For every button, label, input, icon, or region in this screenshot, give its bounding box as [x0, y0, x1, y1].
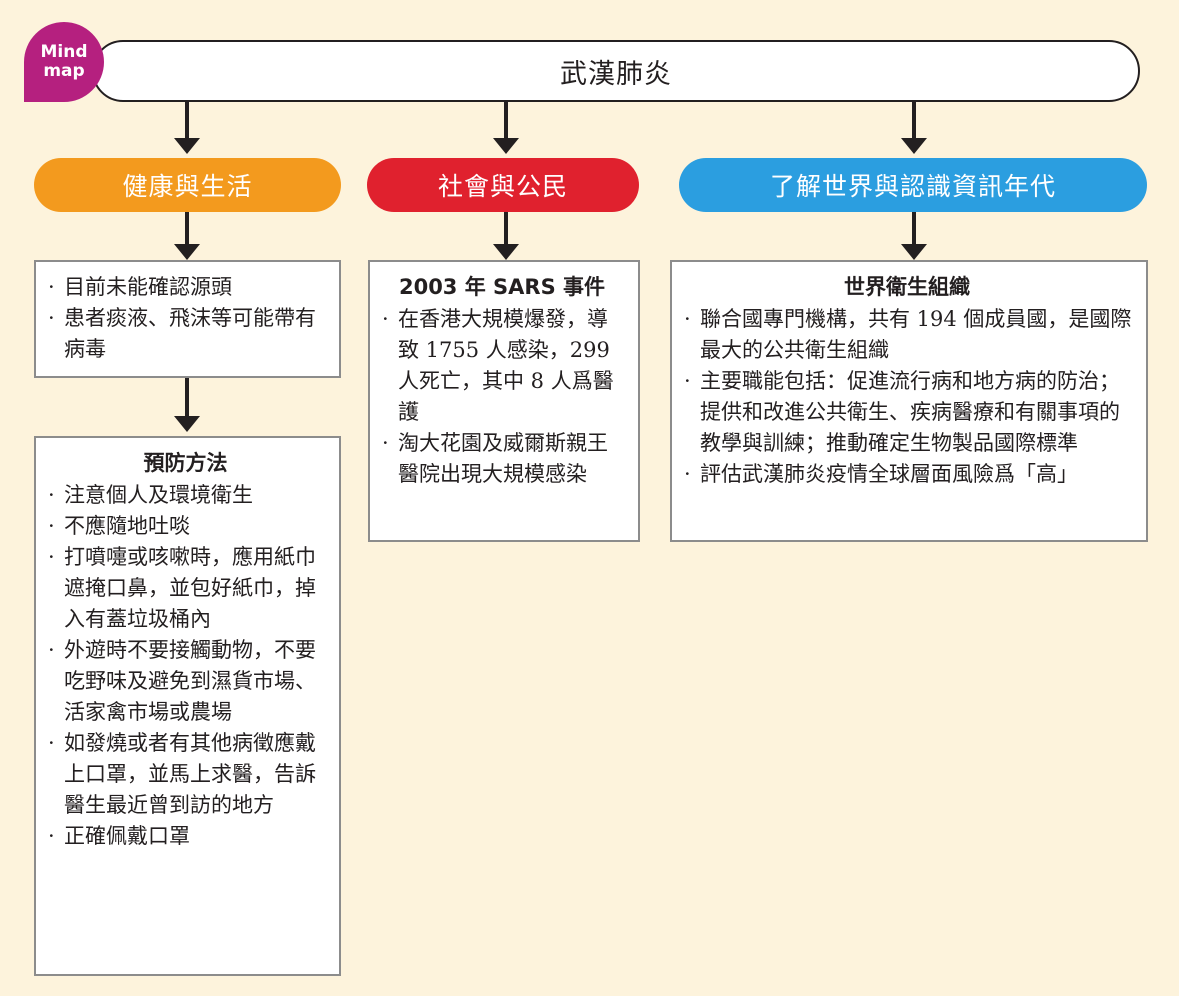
world-title: 世界衛生組織 — [844, 275, 970, 299]
list-item: 正確佩戴口罩 — [46, 821, 325, 852]
list-item: 聯合國專門機構，共有 194 個成員國，是國際最大的公共衛生組織 — [682, 304, 1132, 366]
health-info-box: 目前未能確認源頭 患者痰液、飛沫等可能帶有病毒 — [34, 260, 341, 378]
badge-line-1: Mind — [40, 42, 88, 62]
category-world: 了解世界與認識資訊年代 — [679, 158, 1147, 212]
category-society: 社會與公民 — [367, 158, 639, 212]
list-item: 淘大花園及威爾斯親王醫院出現大規模感染 — [380, 428, 624, 490]
world-box: 世界衛生組織 聯合國專門機構，共有 194 個成員國，是國際最大的公共衛生組織 … — [670, 260, 1148, 542]
main-title: 武漢肺炎 — [560, 58, 672, 90]
arrow-title-to-world — [901, 102, 927, 154]
category-health: 健康與生活 — [34, 158, 341, 212]
arrow-title-to-society — [493, 102, 519, 154]
category-society-label: 社會與公民 — [437, 172, 568, 201]
arrow-world-to-box — [901, 212, 927, 260]
list-item: 目前未能確認源頭 — [46, 272, 325, 303]
world-list: 聯合國專門機構，共有 194 個成員國，是國際最大的公共衛生組織 主要職能包括：… — [682, 304, 1132, 490]
list-item: 外遊時不要接觸動物，不要吃野味及避免到濕貨市場、活家禽市場或農場 — [46, 635, 325, 728]
list-item: 在香港大規模爆發，導致 1755 人感染，299 人死亡，其中 8 人爲醫護 — [380, 304, 624, 428]
category-world-label: 了解世界與認識資訊年代 — [769, 172, 1056, 201]
list-item: 評估武漢肺炎疫情全球層面風險爲「高」 — [682, 459, 1132, 490]
list-item: 患者痰液、飛沫等可能帶有病毒 — [46, 303, 325, 365]
prevention-list: 注意個人及環境衛生 不應隨地吐啖 打噴嚏或咳嗽時，應用紙巾遮掩口鼻，並包好紙巾，… — [46, 480, 325, 852]
society-box: 2003 年 SARS 事件 在香港大規模爆發，導致 1755 人感染，299 … — [368, 260, 640, 542]
arrow-society-to-box — [493, 212, 519, 260]
list-item: 主要職能包括：促進流行病和地方病的防治；提供和改進公共衛生、疾病醫療和有關事項的… — [682, 366, 1132, 459]
society-list: 在香港大規模爆發，導致 1755 人感染，299 人死亡，其中 8 人爲醫護 淘… — [380, 304, 624, 490]
society-title: 2003 年 SARS 事件 — [398, 275, 606, 299]
arrow-title-to-health — [174, 102, 200, 154]
list-item: 注意個人及環境衛生 — [46, 480, 325, 511]
prevention-title: 預防方法 — [143, 451, 228, 475]
health-info-list: 目前未能確認源頭 患者痰液、飛沫等可能帶有病毒 — [46, 272, 325, 365]
list-item: 打噴嚏或咳嗽時，應用紙巾遮掩口鼻，並包好紙巾，掉入有蓋垃圾桶內 — [46, 542, 325, 635]
prevention-box: 預防方法 注意個人及環境衛生 不應隨地吐啖 打噴嚏或咳嗽時，應用紙巾遮掩口鼻，並… — [34, 436, 341, 976]
arrow-health-to-prevention — [174, 378, 200, 432]
badge-line-2: map — [43, 61, 85, 81]
list-item: 不應隨地吐啖 — [46, 511, 325, 542]
mind-map-badge: Mind map — [24, 22, 104, 102]
title-bar: 武漢肺炎 — [92, 40, 1140, 102]
category-health-label: 健康與生活 — [122, 172, 253, 201]
list-item: 如發燒或者有其他病徵應戴上口罩，並馬上求醫，告訴醫生最近曾到訪的地方 — [46, 728, 325, 821]
arrow-health-to-box — [174, 212, 200, 260]
